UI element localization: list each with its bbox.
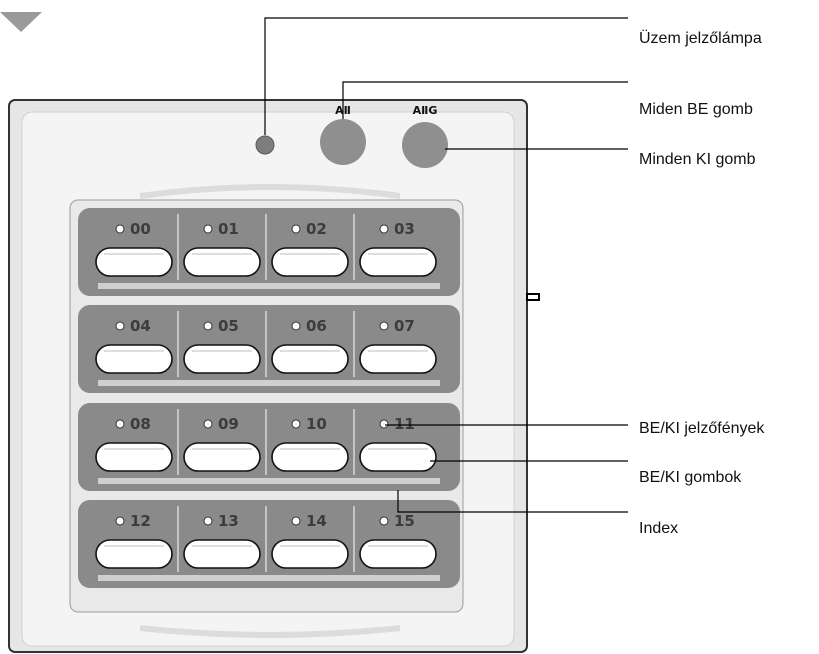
onoff-button[interactable] — [271, 539, 349, 569]
leader-operation-lamp — [264, 17, 628, 135]
indicator-lamp — [115, 419, 125, 429]
onoff-button[interactable] — [95, 442, 173, 472]
leader-lines — [264, 17, 628, 513]
index-strip — [98, 478, 440, 484]
channel-number: 15 — [394, 512, 415, 530]
indicator-lamp — [379, 516, 389, 526]
label-onoff-buttons: BE/KI gombok — [639, 469, 742, 486]
onoff-button[interactable] — [183, 539, 261, 569]
channel-bank: 12 13 14 15 — [78, 500, 460, 588]
channel-number: 14 — [306, 512, 327, 530]
label-all-on-button: Miden BE gomb — [639, 101, 753, 118]
index-strip — [98, 575, 440, 581]
indicator-lamp — [115, 516, 125, 526]
indicator-lamp — [203, 224, 213, 234]
indicator-lamp — [203, 321, 213, 331]
indicator-lamp — [291, 321, 301, 331]
index-strip — [98, 380, 440, 386]
indicator-lamp — [115, 224, 125, 234]
label-index: Index — [639, 520, 678, 537]
channel-number: 02 — [306, 220, 327, 238]
onoff-button[interactable] — [271, 344, 349, 374]
operation-lamp — [255, 135, 275, 155]
channel-number: 11 — [394, 415, 415, 433]
indicator-lamp — [379, 321, 389, 331]
indicator-lamp — [203, 516, 213, 526]
indicator-lamp — [379, 419, 389, 429]
bank-background — [78, 403, 460, 491]
channel-number: 13 — [218, 512, 239, 530]
all-on-button[interactable] — [320, 119, 366, 165]
channel-number: 01 — [218, 220, 239, 238]
channel-number: 07 — [394, 317, 415, 335]
channel-number: 12 — [130, 512, 151, 530]
onoff-button[interactable] — [95, 344, 173, 374]
indicator-lamp — [203, 419, 213, 429]
onoff-button[interactable] — [359, 344, 437, 374]
channel-bank: 04 05 06 07 — [78, 305, 460, 393]
onoff-button[interactable] — [271, 247, 349, 277]
channel-number: 03 — [394, 220, 415, 238]
panel-arc-bottom — [139, 625, 401, 638]
indicator-lamp — [379, 224, 389, 234]
indicator-lamp — [291, 224, 301, 234]
bank-background — [78, 500, 460, 588]
all-off-button[interactable] — [402, 122, 448, 168]
bank-background — [78, 305, 460, 393]
index-strip — [98, 283, 440, 289]
onoff-button[interactable] — [271, 442, 349, 472]
leader-index — [397, 490, 628, 513]
label-indicator-lamps: BE/KI jelzőfények — [639, 420, 765, 437]
channel-bank: 00 01 02 03 — [78, 208, 460, 296]
bank-background — [78, 208, 460, 296]
channel-bank: 08 09 10 11 — [78, 403, 460, 491]
onoff-button[interactable] — [183, 344, 261, 374]
leader-all-on — [342, 81, 628, 119]
onoff-button[interactable] — [359, 442, 437, 472]
channel-number: 04 — [130, 317, 151, 335]
onoff-button[interactable] — [95, 247, 173, 277]
onoff-button[interactable] — [183, 442, 261, 472]
label-all-off-button: Minden KI gomb — [639, 151, 756, 168]
channel-banks: 00 01 02 03 04 05 06 07 08 09 10 11 12 13 14 15 — [78, 208, 460, 588]
channel-number: 00 — [130, 220, 151, 238]
label-operation-lamp: Üzem jelzőlámpa — [639, 29, 762, 47]
onoff-button[interactable] — [359, 247, 437, 277]
onoff-button[interactable] — [95, 539, 173, 569]
indicator-lamp — [291, 516, 301, 526]
side-tab — [526, 293, 540, 301]
channel-number: 10 — [306, 415, 327, 433]
channel-number: 08 — [130, 415, 151, 433]
indicator-lamp — [115, 321, 125, 331]
panel-arc — [139, 184, 401, 199]
onoff-button[interactable] — [359, 539, 437, 569]
section-arrow-icon — [0, 12, 42, 32]
indicator-lamp — [291, 419, 301, 429]
channel-number: 05 — [218, 317, 239, 335]
all-off-button-label: AⅡG — [413, 104, 438, 117]
channel-number: 09 — [218, 415, 239, 433]
onoff-button[interactable] — [183, 247, 261, 277]
channel-number: 06 — [306, 317, 327, 335]
